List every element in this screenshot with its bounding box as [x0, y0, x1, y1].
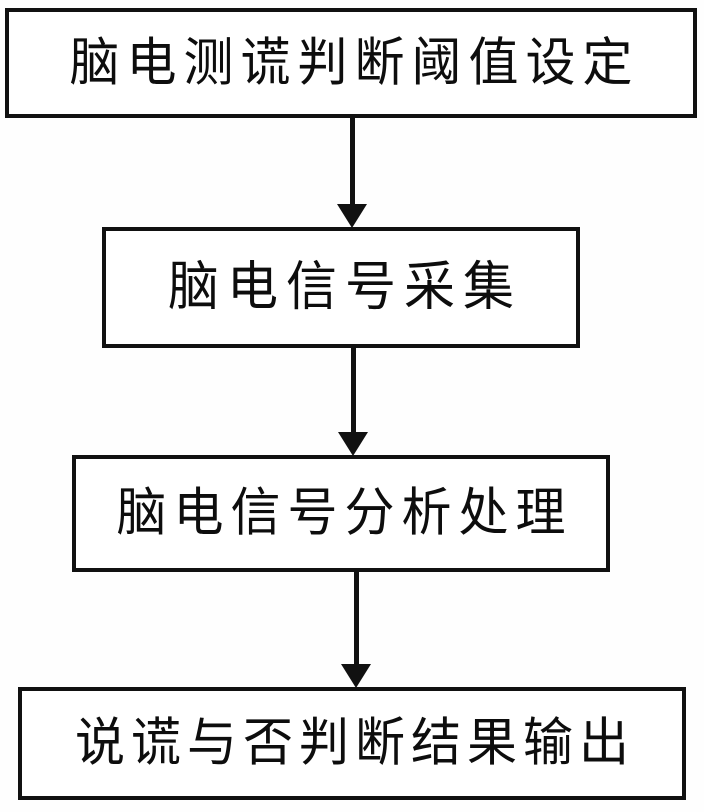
flow-node-label: 说谎与否判断结果输出 — [75, 713, 635, 774]
flow-arrow-acquire-to-analyze — [338, 347, 368, 456]
arrow-shaft — [354, 571, 359, 666]
flow-node-label: 脑电信号分析处理 — [116, 483, 573, 544]
flow-node-threshold-setting[interactable]: 脑电测谎判断阈值设定 — [5, 8, 697, 118]
flow-node-eeg-acquisition[interactable]: 脑电信号采集 — [102, 227, 580, 348]
flow-node-label: 脑电测谎判断阈值设定 — [69, 32, 640, 93]
flow-arrow-analyze-to-output — [341, 571, 371, 688]
flow-node-eeg-analysis[interactable]: 脑电信号分析处理 — [72, 455, 610, 572]
arrow-head-down-icon — [338, 432, 368, 456]
flow-node-label: 脑电信号采集 — [167, 256, 522, 318]
arrow-head-down-icon — [337, 204, 367, 228]
arrow-shaft — [350, 118, 355, 206]
flow-node-result-output[interactable]: 说谎与否判断结果输出 — [18, 687, 686, 800]
arrow-shaft — [351, 347, 356, 434]
flow-arrow-threshold-to-acquire — [337, 118, 367, 228]
arrow-head-down-icon — [341, 664, 371, 688]
